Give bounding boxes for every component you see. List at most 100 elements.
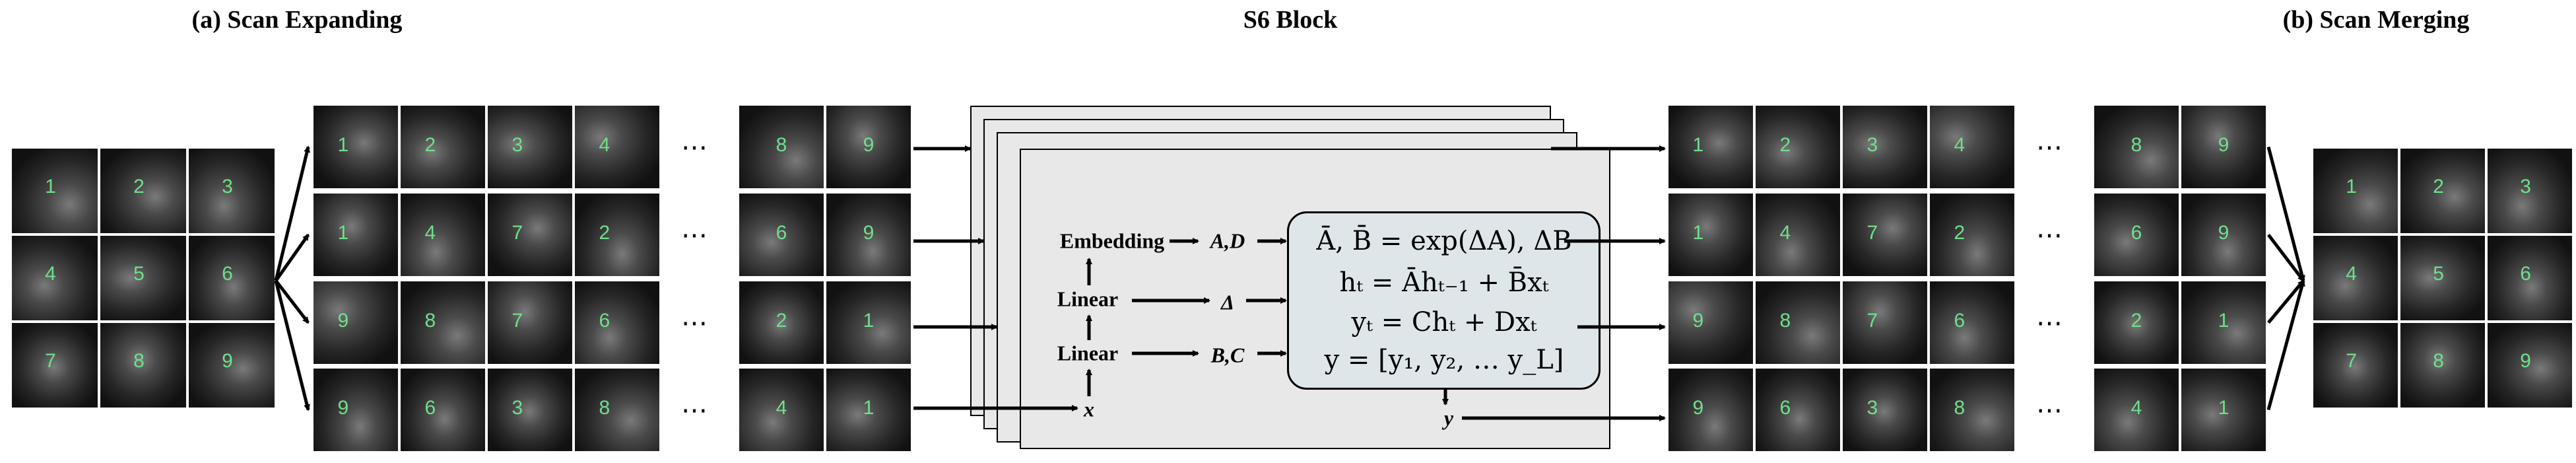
patch-number-label: 3 xyxy=(1866,134,1878,156)
scan-patch: 1 xyxy=(1668,106,1753,188)
patch-number-label: 6 xyxy=(2130,222,2142,244)
scan-patch: 7 xyxy=(1843,194,1927,276)
ellipsis: ⋯ xyxy=(2036,220,2066,250)
scan-patch-tail: 8 xyxy=(739,106,824,188)
patch-number-label: 8 xyxy=(133,349,145,372)
patch-number-label: 2 xyxy=(599,222,611,244)
output-patch: 5 xyxy=(2400,236,2485,320)
scan-patch: 2 xyxy=(1756,106,1840,188)
scan-patch: 6 xyxy=(401,369,485,451)
equation-sequence: y = [y₁, y₂, … y_L] xyxy=(1324,345,1564,375)
scan-patch: 9 xyxy=(1668,369,1753,451)
patch-number-label: 1 xyxy=(337,134,349,156)
equation-state-update: hₜ = Āhₜ₋₁ + B̄xₜ xyxy=(1339,267,1549,298)
scan-patch: 8 xyxy=(401,281,485,364)
title-scan-expanding: (a) Scan Expanding xyxy=(191,6,403,34)
patch-number-label: 1 xyxy=(1692,134,1704,156)
patch-number-label: 6 xyxy=(776,222,787,244)
input-patch: 5 xyxy=(100,236,186,320)
patch-number-label: 2 xyxy=(1779,134,1791,156)
scan-patch-tail: 9 xyxy=(826,106,911,188)
scan-patch: 6 xyxy=(575,281,659,364)
ellipsis: ⋯ xyxy=(681,395,711,425)
a-d-label: A,D xyxy=(1210,229,1245,253)
output-patch: 7 xyxy=(2313,323,2398,408)
scan-patch-tail: 1 xyxy=(826,369,911,451)
patch-number-label: 8 xyxy=(1954,397,1965,419)
scan-patch: 6 xyxy=(1930,281,2014,364)
input-patch: 2 xyxy=(100,149,186,233)
patch-number-label: 7 xyxy=(512,222,523,244)
input-patch: 8 xyxy=(100,323,186,408)
scan-patch: 7 xyxy=(1843,281,1927,364)
output-patch: 8 xyxy=(2400,323,2485,408)
patch-number-label: 8 xyxy=(2433,349,2444,372)
scan-patch: 4 xyxy=(1756,194,1840,276)
output-patch: 6 xyxy=(2488,236,2572,320)
patch-number-label: 3 xyxy=(222,175,233,197)
scan-patch: 2 xyxy=(401,106,485,188)
patch-number-label: 2 xyxy=(776,310,787,332)
scan-patch-tail: 2 xyxy=(739,281,824,364)
patch-number-label: 1 xyxy=(2218,397,2229,419)
scan-patch: 3 xyxy=(1843,369,1927,451)
scan-patch: 3 xyxy=(1843,106,1927,188)
scan-patch: 1 xyxy=(314,106,398,188)
scan-patch-tail: 4 xyxy=(2094,369,2179,451)
patch-number-label: 8 xyxy=(424,310,436,332)
patch-number-label: 9 xyxy=(2218,222,2229,244)
output-patch: 9 xyxy=(2488,323,2572,408)
scan-patch: 3 xyxy=(488,369,572,451)
input-patch: 4 xyxy=(12,236,98,320)
patch-number-label: 4 xyxy=(424,222,436,244)
patch-number-label: 1 xyxy=(863,397,875,419)
patch-number-label: 7 xyxy=(1866,222,1878,244)
fan-in-arrow xyxy=(2267,279,2305,324)
patch-number-label: 6 xyxy=(424,397,436,419)
patch-number-label: 9 xyxy=(337,310,349,332)
scan-patch: 4 xyxy=(575,106,659,188)
patch-number-label: 2 xyxy=(133,175,145,197)
patch-number-label: 4 xyxy=(1954,134,1965,156)
patch-number-label: 2 xyxy=(1954,222,1965,244)
patch-number-label: 6 xyxy=(2520,262,2531,285)
scan-patch-tail: 4 xyxy=(739,369,824,451)
scan-patch-tail: 9 xyxy=(826,194,911,276)
patch-number-label: 6 xyxy=(222,262,233,285)
fan-out-arrow xyxy=(274,145,310,281)
patch-number-label: 6 xyxy=(1954,310,1965,332)
scan-patch-tail: 9 xyxy=(2181,106,2266,188)
linear-bottom-label: Linear xyxy=(1057,341,1119,365)
patch-number-label: 8 xyxy=(2130,134,2142,156)
scan-patch: 7 xyxy=(488,194,572,276)
patch-number-label: 3 xyxy=(512,397,523,419)
patch-number-label: 1 xyxy=(2346,175,2357,197)
scan-patch-tail: 6 xyxy=(2094,194,2179,276)
scan-patch: 1 xyxy=(314,194,398,276)
scan-patch-tail: 1 xyxy=(2181,369,2266,451)
patch-number-label: 1 xyxy=(863,310,875,332)
patch-number-label: 4 xyxy=(2130,397,2142,419)
equation-discretization: Ā, B̄ = exp(ΔA), ΔB xyxy=(1316,226,1572,256)
y-output-label: y xyxy=(1443,406,1454,430)
input-patch: 9 xyxy=(189,323,275,408)
scan-patch: 2 xyxy=(575,194,659,276)
patch-number-label: 9 xyxy=(863,134,875,156)
linear-top-label: Linear xyxy=(1057,287,1119,311)
fan-out-arrow xyxy=(275,279,310,324)
scan-patch-tail: 1 xyxy=(2181,281,2266,364)
patch-number-label: 3 xyxy=(2520,175,2531,197)
ellipsis: ⋯ xyxy=(681,132,711,162)
scan-patch: 1 xyxy=(1668,194,1753,276)
patch-number-label: 1 xyxy=(337,222,349,244)
scan-patch-tail: 9 xyxy=(2181,194,2266,276)
patch-number-label: 2 xyxy=(424,134,436,156)
ellipsis: ⋯ xyxy=(681,308,711,338)
patch-number-label: 4 xyxy=(2346,262,2357,285)
ellipsis: ⋯ xyxy=(2036,132,2066,162)
embedding-label: Embedding xyxy=(1059,229,1165,253)
scan-patch: 6 xyxy=(1756,369,1840,451)
patch-number-label: 9 xyxy=(1692,310,1704,332)
patch-number-label: 3 xyxy=(1866,397,1878,419)
output-patch: 2 xyxy=(2400,149,2485,233)
